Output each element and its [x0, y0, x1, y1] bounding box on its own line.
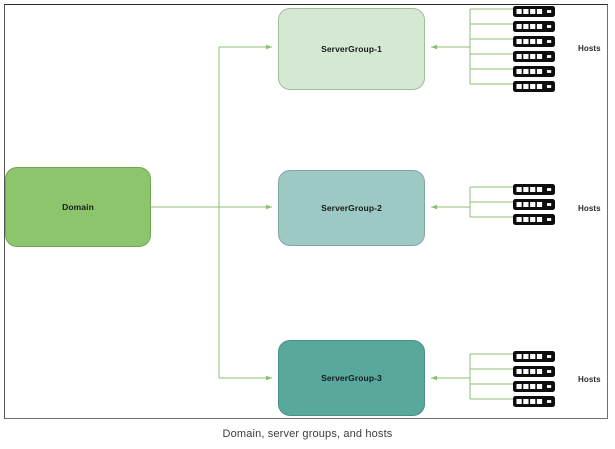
- server-rack-icon[interactable]: [513, 64, 555, 77]
- server-rack-icon[interactable]: [513, 364, 555, 377]
- node-servergroup-3-label: ServerGroup-3: [321, 373, 382, 383]
- server-rack-icon[interactable]: [513, 4, 555, 17]
- node-servergroup-3[interactable]: ServerGroup-3: [278, 340, 425, 416]
- node-servergroup-2-label: ServerGroup-2: [321, 203, 382, 213]
- node-domain-label: Domain: [62, 202, 94, 212]
- server-rack-icon[interactable]: [513, 349, 555, 362]
- hosts-label: Hosts: [578, 44, 601, 53]
- node-domain[interactable]: Domain: [5, 167, 151, 247]
- server-rack-icon[interactable]: [513, 49, 555, 62]
- figure-caption: Domain, server groups, and hosts: [222, 428, 393, 440]
- node-servergroup-1-label: ServerGroup-1: [321, 44, 382, 54]
- hosts-label: Hosts: [578, 375, 601, 384]
- server-rack-icon[interactable]: [513, 79, 555, 92]
- server-rack-icon[interactable]: [513, 197, 555, 210]
- server-rack-icon[interactable]: [513, 34, 555, 47]
- node-servergroup-1[interactable]: ServerGroup-1: [278, 8, 425, 90]
- hosts-label: Hosts: [578, 204, 601, 213]
- server-rack-icon[interactable]: [513, 182, 555, 195]
- node-servergroup-2[interactable]: ServerGroup-2: [278, 170, 425, 246]
- server-rack-icon[interactable]: [513, 19, 555, 32]
- server-rack-icon[interactable]: [513, 379, 555, 392]
- server-rack-icon[interactable]: [513, 212, 555, 225]
- server-rack-icon[interactable]: [513, 394, 555, 407]
